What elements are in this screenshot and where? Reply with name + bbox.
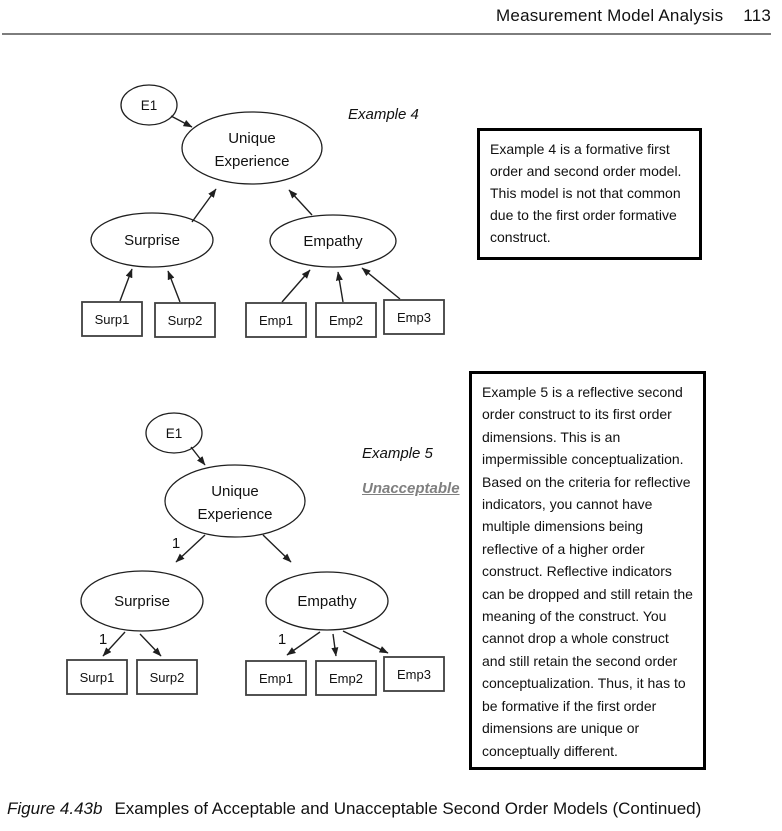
loading-empathy-emp1: 1 bbox=[278, 631, 286, 648]
header-rule bbox=[2, 33, 771, 35]
indicator-emp2-label: Emp2 bbox=[329, 313, 363, 328]
example4-note-box: Example 4 is a formative first order and… bbox=[477, 128, 702, 260]
unique-experience-label-line1: Unique bbox=[211, 483, 259, 500]
page-number: 113 bbox=[743, 6, 771, 25]
error-term-e1-circle bbox=[120, 84, 178, 126]
indicator-emp2-label: Emp2 bbox=[329, 671, 363, 686]
indicator-emp2-box bbox=[315, 302, 377, 338]
empathy-ellipse bbox=[265, 571, 389, 631]
arrow-emp2-to-empathy bbox=[335, 271, 344, 303]
figure-caption: Figure 4.43b Examples of Acceptable and U… bbox=[7, 799, 777, 819]
error-term-e1-label: E1 bbox=[141, 98, 158, 113]
arrow-empathy-to-emp1 bbox=[286, 631, 321, 656]
indicator-surp1-box bbox=[81, 301, 143, 337]
arrow-unique-experience-to-surprise bbox=[175, 534, 206, 563]
empathy-label: Empathy bbox=[303, 233, 363, 250]
indicator-emp3-box bbox=[383, 656, 445, 692]
figure-caption-label: Figure 4.43b bbox=[7, 799, 103, 818]
running-header: Measurement Model Analysis 113 bbox=[496, 6, 771, 26]
indicator-surp1-label: Surp1 bbox=[95, 312, 130, 327]
error-term-e1-circle bbox=[145, 412, 203, 454]
indicator-surp2-label: Surp2 bbox=[168, 313, 203, 328]
arrow-empathy-to-emp3 bbox=[342, 630, 389, 654]
arrow-surprise-to-unique-experience bbox=[191, 188, 217, 223]
indicator-emp2-box bbox=[315, 660, 377, 696]
surprise-label: Surprise bbox=[124, 232, 180, 249]
loading-unique-surprise: 1 bbox=[172, 535, 180, 552]
indicator-emp1-box bbox=[245, 302, 307, 338]
indicator-emp1-box bbox=[245, 660, 307, 696]
arrow-unique-experience-to-empathy bbox=[262, 534, 292, 563]
example4-title: Example 4 bbox=[348, 106, 419, 123]
example5-note-text: Example 5 is a reflective second order c… bbox=[482, 384, 693, 759]
arrow-surp1-to-surprise bbox=[119, 268, 133, 302]
arrow-emp3-to-empathy bbox=[361, 267, 401, 300]
example5-title: Example 5 bbox=[362, 445, 433, 462]
arrow-e1-to-unique-experience bbox=[170, 115, 193, 128]
loading-surprise-surp1: 1 bbox=[99, 631, 107, 648]
example5-note-box: Example 5 is a reflective second order c… bbox=[469, 371, 706, 770]
indicator-emp3-box bbox=[383, 299, 445, 335]
arrow-surp2-to-surprise bbox=[167, 270, 181, 303]
unique-experience-ellipse bbox=[181, 111, 323, 185]
empathy-ellipse bbox=[269, 214, 397, 268]
indicator-surp1-label: Surp1 bbox=[80, 670, 115, 685]
error-term-e1-label: E1 bbox=[166, 426, 183, 441]
indicator-emp3-label: Emp3 bbox=[397, 667, 431, 682]
indicator-surp1-box bbox=[66, 659, 128, 695]
surprise-label: Surprise bbox=[114, 593, 170, 610]
example4-note-text: Example 4 is a formative first order and… bbox=[490, 141, 682, 245]
indicator-surp2-box bbox=[154, 302, 216, 338]
empathy-label: Empathy bbox=[297, 593, 357, 610]
example5-status-label: Unacceptable bbox=[362, 480, 460, 497]
unique-experience-label-line2: Experience bbox=[214, 153, 289, 170]
unique-experience-label-line2: Experience bbox=[197, 506, 272, 523]
indicator-surp2-box bbox=[136, 659, 198, 695]
unique-experience-label-line1: Unique bbox=[228, 130, 276, 147]
diagram-example5: 1 1 1 E1 Unique Experience Surprise Empa… bbox=[66, 412, 445, 696]
surprise-ellipse bbox=[90, 212, 214, 268]
surprise-ellipse bbox=[80, 570, 204, 632]
arrow-surprise-to-surp1 bbox=[102, 631, 126, 657]
header-title: Measurement Model Analysis bbox=[496, 6, 724, 25]
arrow-e1-to-unique-experience bbox=[190, 446, 206, 466]
unique-experience-ellipse bbox=[164, 464, 306, 538]
figure-caption-text: Examples of Acceptable and Unacceptable … bbox=[114, 799, 702, 818]
indicator-emp1-label: Emp1 bbox=[259, 671, 293, 686]
arrow-emp1-to-empathy bbox=[281, 269, 311, 303]
indicator-surp2-label: Surp2 bbox=[150, 670, 185, 685]
arrow-surprise-to-surp2 bbox=[139, 633, 162, 657]
indicator-emp3-label: Emp3 bbox=[397, 310, 431, 325]
arrow-empathy-to-unique-experience bbox=[288, 189, 313, 216]
indicator-emp1-label: Emp1 bbox=[259, 313, 293, 328]
diagram-example4: E1 Unique Experience Surprise Empathy Su… bbox=[81, 84, 445, 338]
arrow-empathy-to-emp2 bbox=[331, 633, 339, 657]
